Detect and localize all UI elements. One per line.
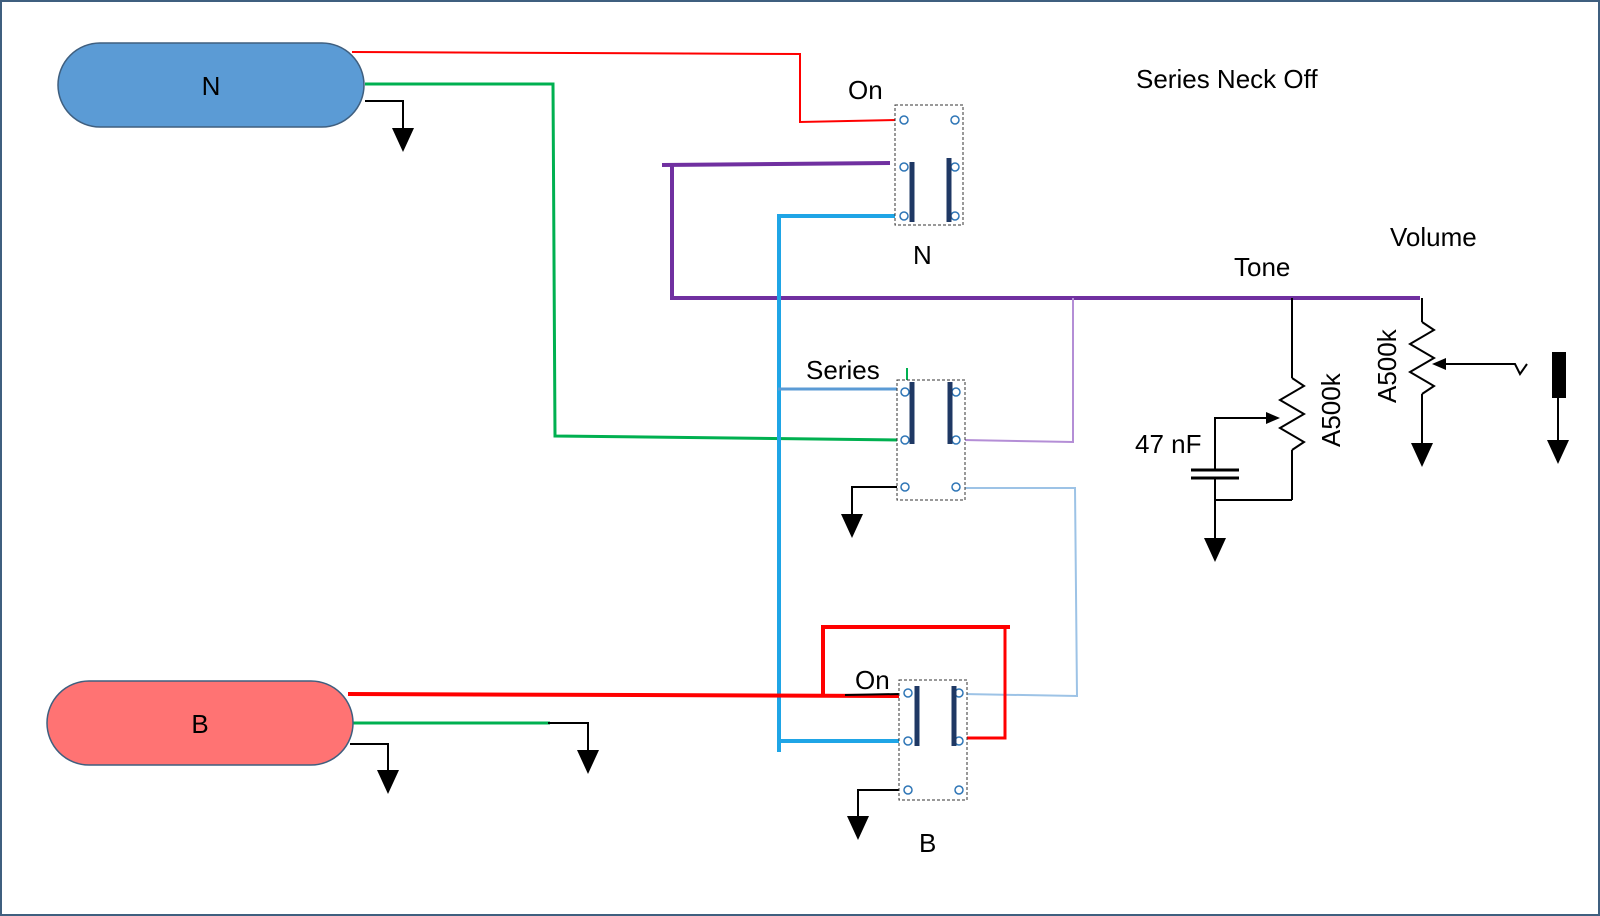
neck-switch-on-label: On <box>848 75 883 105</box>
tone-pot-label: A500k <box>1316 372 1346 447</box>
ground-icon <box>392 128 414 152</box>
neck-switch <box>894 104 964 226</box>
wire-purple-bus <box>661 161 891 167</box>
ground-icon <box>1547 440 1569 464</box>
tone-control <box>1191 298 1306 540</box>
wire-bridge-black-tick <box>844 693 901 696</box>
tone-pot-icon <box>1278 377 1306 451</box>
volume-control <box>1408 298 1566 443</box>
ground-icon <box>1204 538 1226 562</box>
output-jack-icon <box>1552 352 1566 398</box>
output-wire <box>1482 363 1528 376</box>
ground-icon <box>577 750 599 774</box>
neck-switch-label: N <box>913 240 932 270</box>
neck-pickup-label: N <box>202 71 221 101</box>
wire-series-link <box>962 487 1079 698</box>
bridge-switch-on-label: On <box>855 665 890 695</box>
wire-bridge-green-ground <box>548 722 589 752</box>
volume-pot-icon <box>1408 321 1436 395</box>
tone-label: Tone <box>1234 252 1290 282</box>
wire-bridge-loop-return <box>963 627 1007 740</box>
capacitor-label: 47 nF <box>1135 429 1202 459</box>
wire-neck-green <box>365 82 903 442</box>
wire-purple-drop <box>670 165 1420 300</box>
wire-blue-main <box>777 214 904 752</box>
wire-neck-ground <box>365 100 404 128</box>
wire-series-out <box>962 298 1074 444</box>
series-switch <box>896 379 966 501</box>
ground-icon <box>841 514 863 538</box>
neck-pickup: N <box>57 42 365 128</box>
bridge-switch-label: B <box>919 828 936 858</box>
wire-bridge-loop <box>821 625 1010 696</box>
ground-icon <box>847 816 869 840</box>
bridge-pickup: B <box>46 680 354 766</box>
wire-neck-hot <box>351 51 899 124</box>
wire-series-ground <box>851 486 899 516</box>
bridge-switch <box>898 679 968 801</box>
series-switch-label: Series <box>806 355 880 385</box>
ground-icon <box>377 770 399 794</box>
wire-bridge-hot <box>347 692 907 698</box>
bridge-pickup-label: B <box>191 709 208 739</box>
ground-icon <box>1411 443 1433 467</box>
diagram-title: Series Neck Off <box>1136 64 1318 94</box>
wire-bridge-ground <box>350 743 389 772</box>
volume-label: Volume <box>1390 222 1477 252</box>
volume-pot-label: A500k <box>1372 328 1402 403</box>
wire-bridge-switch-ground <box>857 789 899 818</box>
